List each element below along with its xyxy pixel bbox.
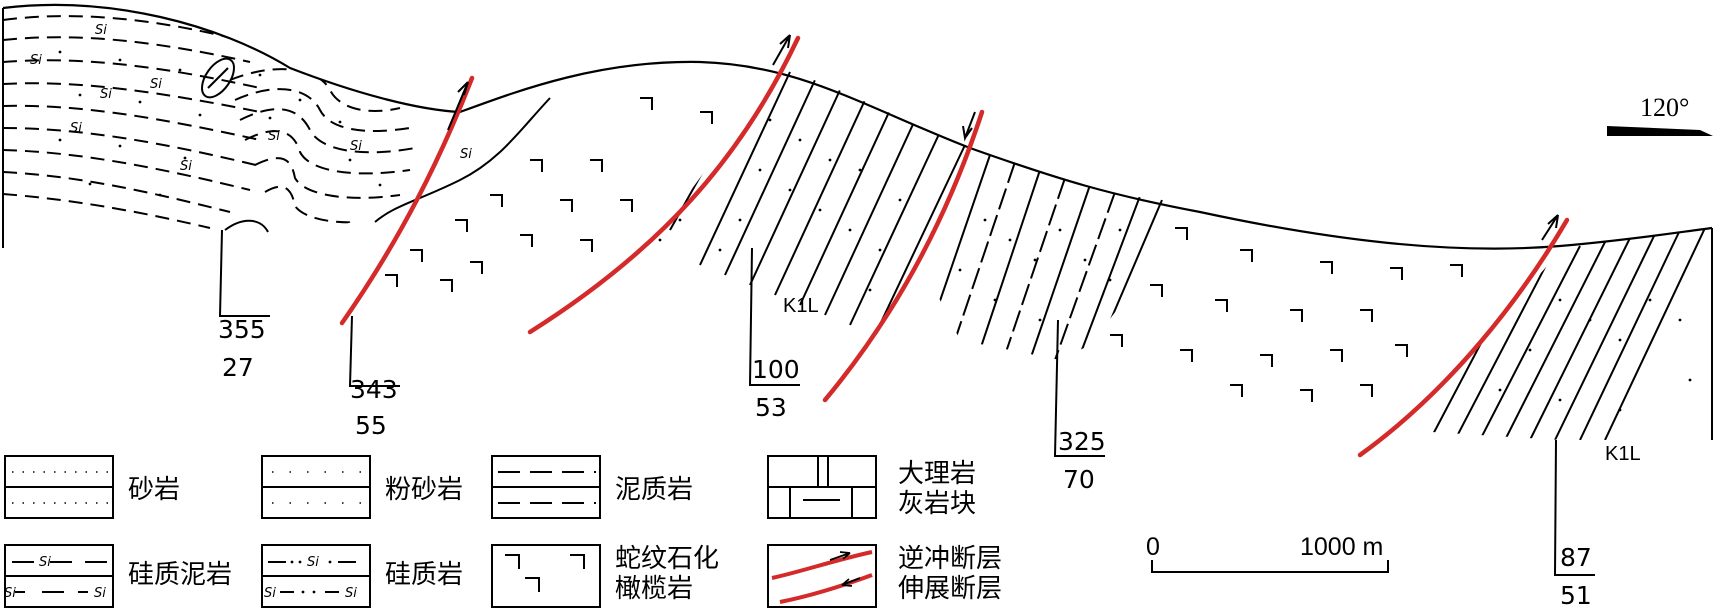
siliceous-mudstone-dots xyxy=(58,50,382,197)
sandstone-dots-1 xyxy=(658,118,902,292)
si-mark: Si xyxy=(70,121,82,136)
si-mark: Si xyxy=(150,77,162,92)
si-mark: Si xyxy=(39,555,51,570)
topographic-surface xyxy=(2,3,1713,250)
attitude-dip: 51 xyxy=(1560,581,1592,610)
legend-label: 硅质泥岩 xyxy=(128,560,232,590)
legend: 砂岩 粉砂岩 泥质岩 大理岩 灰岩块 Si Si xyxy=(4,455,1002,608)
legend-mudstone: 泥质岩 xyxy=(491,455,693,519)
attitude-strike: 100 xyxy=(752,355,800,384)
serpentinite-symbols-2 xyxy=(1110,227,1463,402)
legend-label: 逆冲断层 xyxy=(898,544,1002,574)
attitude-dip: 27 xyxy=(222,353,254,382)
si-mark: Si xyxy=(4,586,16,601)
marble-lens xyxy=(201,57,235,99)
siltstone-beds-2 xyxy=(929,154,1163,360)
serpentinite-symbols-1 xyxy=(385,97,713,292)
arrow-icon xyxy=(447,81,469,131)
legend-siltstone: 粉砂岩 xyxy=(261,455,463,519)
ultramafic-boundary xyxy=(374,97,551,223)
attitude-strike: 343 xyxy=(350,375,398,404)
scale-length: 1000 m xyxy=(1300,533,1383,561)
faults xyxy=(339,35,1570,458)
si-mark: Si xyxy=(180,159,192,174)
legend-siliceous-rock: Si Si Si 硅质岩 xyxy=(261,544,463,608)
si-mark: Si xyxy=(460,147,472,162)
legend-label: 砂岩 xyxy=(128,475,180,505)
arrow-icon xyxy=(772,34,791,66)
si-mark: Si xyxy=(345,586,357,601)
si-mark: Si xyxy=(268,129,280,144)
si-mark: Si xyxy=(95,23,107,38)
orientation-arrow-icon xyxy=(1607,126,1713,136)
legend-sandstone: 砂岩 xyxy=(4,455,180,519)
legend-faults: 逆冲断层 伸展断层 xyxy=(767,544,1002,608)
fault-3 xyxy=(822,109,985,403)
legend-siliceous-mudstone: Si Si Si 硅质泥岩 xyxy=(4,544,232,608)
attitude-dip: 53 xyxy=(755,393,787,422)
sandstone-beds-1 xyxy=(649,68,966,336)
si-mark: Si xyxy=(30,53,42,68)
legend-label: 伸展断层 xyxy=(898,574,1002,604)
fault-arrows xyxy=(447,34,1559,241)
formation-label: K1L xyxy=(1605,443,1641,465)
sandstone-beds-3 xyxy=(1429,228,1706,440)
legend-label: 橄榄岩 xyxy=(615,574,693,604)
siltstone-dots-2 xyxy=(958,218,1122,322)
si-marks: Si Si Si Si Si Si Si Si Si xyxy=(30,23,472,174)
si-mark: Si xyxy=(307,555,319,570)
si-mark: Si xyxy=(100,87,112,102)
arrow-icon xyxy=(1541,214,1559,241)
legend-label: 大理岩 xyxy=(898,459,976,489)
si-mark: Si xyxy=(264,586,276,601)
fault-1 xyxy=(339,75,475,326)
attitude-strike: 325 xyxy=(1058,427,1106,456)
attitude-strike: 87 xyxy=(1560,543,1592,572)
orientation-label: 120° xyxy=(1640,93,1689,122)
sandstone-dots-3 xyxy=(1498,298,1692,412)
attitude-dip: 70 xyxy=(1063,465,1095,494)
legend-marble: 大理岩 灰岩块 xyxy=(767,455,976,519)
scale-zero: 0 xyxy=(1146,533,1160,561)
si-mark: Si xyxy=(350,139,362,154)
arrow-icon xyxy=(962,111,976,142)
legend-label: 粉砂岩 xyxy=(385,475,463,505)
legend-label: 灰岩块 xyxy=(898,489,976,519)
legend-label: 硅质岩 xyxy=(385,560,463,590)
formation-label: K1L xyxy=(783,295,819,317)
legend-serpentinite: 蛇纹石化 橄榄岩 xyxy=(491,544,719,608)
fault-2 xyxy=(527,35,801,335)
legend-label: 泥质岩 xyxy=(615,475,693,505)
attitude-leaders xyxy=(218,229,1595,576)
legend-label: 蛇纹石化 xyxy=(615,544,719,574)
fault-4 xyxy=(1357,217,1570,458)
siliceous-mudstone-zone xyxy=(3,15,416,233)
attitude-strike: 355 xyxy=(218,315,266,344)
scale-bar: 0 1000 m xyxy=(1146,533,1389,573)
attitude-dip: 55 xyxy=(355,411,387,440)
si-mark: Si xyxy=(94,586,106,601)
